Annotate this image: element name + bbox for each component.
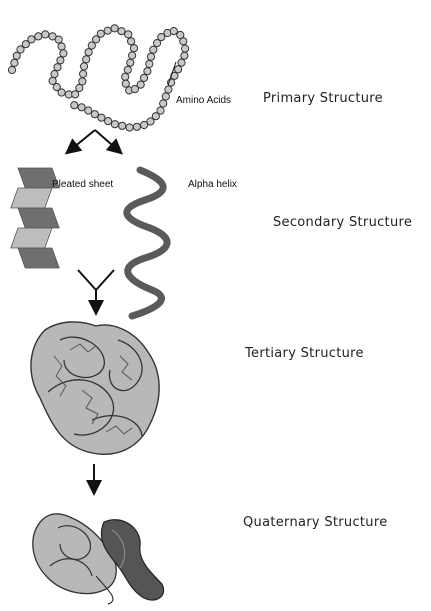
amino-acid-bead	[122, 80, 129, 87]
primary-structure-label: Primary Structure	[263, 91, 383, 106]
amino-acid-bead	[178, 59, 185, 66]
amino-acids-label: Amino Acids	[176, 95, 231, 106]
amino-acid-bead	[83, 56, 90, 63]
amino-acid-bead	[71, 102, 78, 109]
amino-acid-bead	[76, 84, 83, 91]
amino-acid-bead	[79, 78, 86, 85]
amino-acid-bead	[105, 118, 112, 125]
amino-acid-bead	[130, 45, 137, 52]
amino-acid-bead	[126, 124, 133, 131]
amino-acid-bead	[124, 66, 131, 73]
pleated-sheet-segment	[11, 228, 52, 248]
amino-acid-bead	[127, 59, 134, 66]
amino-acid-bead	[58, 43, 65, 50]
amino-acid-bead	[165, 86, 172, 93]
amino-acid-bead	[129, 52, 136, 59]
alpha-helix-graphic	[127, 170, 167, 316]
pleated-sheet-segment	[18, 248, 59, 268]
quaternary-structure-graphic	[33, 514, 164, 604]
amino-acid-bead	[175, 66, 182, 73]
amino-acid-bead	[97, 30, 104, 37]
amino-acid-bead	[160, 100, 167, 107]
pleated-sheet-label: Pleated sheet	[52, 179, 113, 190]
pleated-sheet-segment	[11, 188, 52, 208]
amino-acid-bead	[180, 38, 187, 45]
quaternary-structure-label: Quaternary Structure	[243, 515, 388, 530]
amino-acid-bead	[150, 46, 157, 53]
amino-acid-bead	[104, 27, 111, 34]
amino-acid-bead	[133, 123, 140, 130]
alpha-helix-label: Alpha helix	[188, 179, 237, 190]
secondary-structure-label: Secondary Structure	[273, 215, 412, 230]
amino-acid-bead	[51, 71, 58, 78]
merge-arrows	[78, 270, 114, 312]
amino-acid-bead	[58, 89, 65, 96]
amino-acid-bead	[125, 31, 132, 38]
amino-acid-bead	[11, 59, 18, 66]
amino-acid-bead	[55, 36, 62, 43]
amino-acid-bead	[60, 50, 67, 57]
amino-acid-bead	[28, 36, 35, 43]
amino-acid-bead	[111, 121, 118, 128]
amino-acid-bead	[85, 49, 92, 56]
amino-acid-bead	[122, 73, 129, 80]
amino-acid-bead	[137, 81, 144, 88]
amino-acid-bead	[147, 53, 154, 60]
amino-acid-bead	[80, 63, 87, 70]
split-arrows	[68, 130, 120, 152]
tertiary-structure-graphic	[31, 322, 159, 454]
amino-acid-bead	[111, 25, 118, 32]
amino-acid-bead	[91, 111, 98, 118]
amino-acid-bead	[54, 64, 61, 71]
tertiary-structure-label: Tertiary Structure	[245, 346, 364, 361]
amino-acid-bead	[146, 60, 153, 67]
amino-acid-bead	[170, 28, 177, 35]
amino-acid-bead	[182, 45, 189, 52]
amino-acid-bead	[141, 121, 148, 128]
amino-acid-bead	[144, 68, 151, 75]
amino-acid-bead	[140, 74, 147, 81]
amino-acid-bead	[119, 122, 126, 129]
pleated-sheet-segment	[18, 208, 59, 228]
amino-acid-bead	[85, 107, 92, 114]
amino-acid-bead	[78, 104, 85, 111]
amino-acid-bead	[35, 33, 42, 40]
amino-acid-bead	[128, 38, 135, 45]
amino-acid-bead	[42, 31, 49, 38]
amino-acid-bead	[80, 70, 87, 77]
amino-acid-chain	[8, 25, 188, 131]
amino-acid-bead	[181, 52, 188, 59]
amino-acid-bead	[57, 57, 64, 64]
amino-acid-bead	[162, 93, 169, 100]
amino-acid-bead	[98, 114, 105, 121]
amino-acid-bead	[118, 28, 125, 35]
amino-acid-bead	[8, 66, 15, 73]
